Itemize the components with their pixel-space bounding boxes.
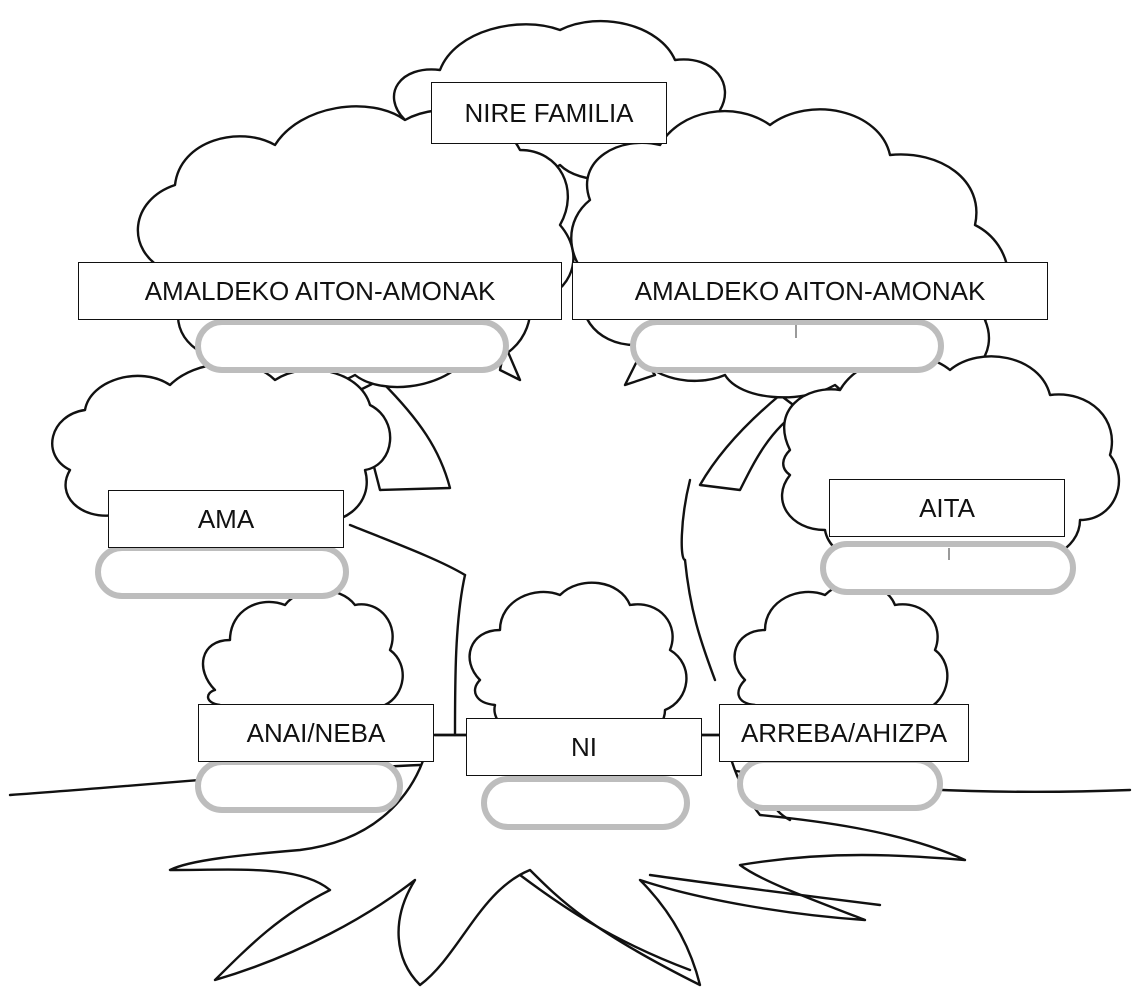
name-slot-sister <box>737 757 943 811</box>
label-brother: ANAI/NEBA <box>198 704 434 762</box>
tree-trunk <box>168 733 967 987</box>
label-grandparents-left: AMALDEKO AITON-AMONAK <box>78 262 562 320</box>
name-slot-grandparents-left <box>195 319 509 373</box>
label-father: AITA <box>829 479 1065 537</box>
branch-right-upper <box>698 393 802 492</box>
name-slot-father <box>820 541 1076 595</box>
label-mother: AMA <box>108 490 344 548</box>
branch-left-lower <box>348 523 467 577</box>
root-line-2 <box>648 873 882 907</box>
root-line <box>518 873 692 972</box>
label-me: NI <box>466 718 702 776</box>
name-slot-me <box>481 776 690 830</box>
tree-title: NIRE FAMILIA <box>431 82 667 144</box>
trunk-right-edge <box>680 478 692 562</box>
name-slot-grandparents-right <box>630 319 944 373</box>
trunk-left-edge <box>453 573 467 737</box>
label-sister: ARREBA/AHIZPA <box>719 704 969 762</box>
label-grandparents-right: AMALDEKO AITON-AMONAK <box>572 262 1048 320</box>
name-slot-brother <box>195 759 403 813</box>
branch-right-lower <box>683 558 717 682</box>
name-slot-mother <box>95 545 349 599</box>
